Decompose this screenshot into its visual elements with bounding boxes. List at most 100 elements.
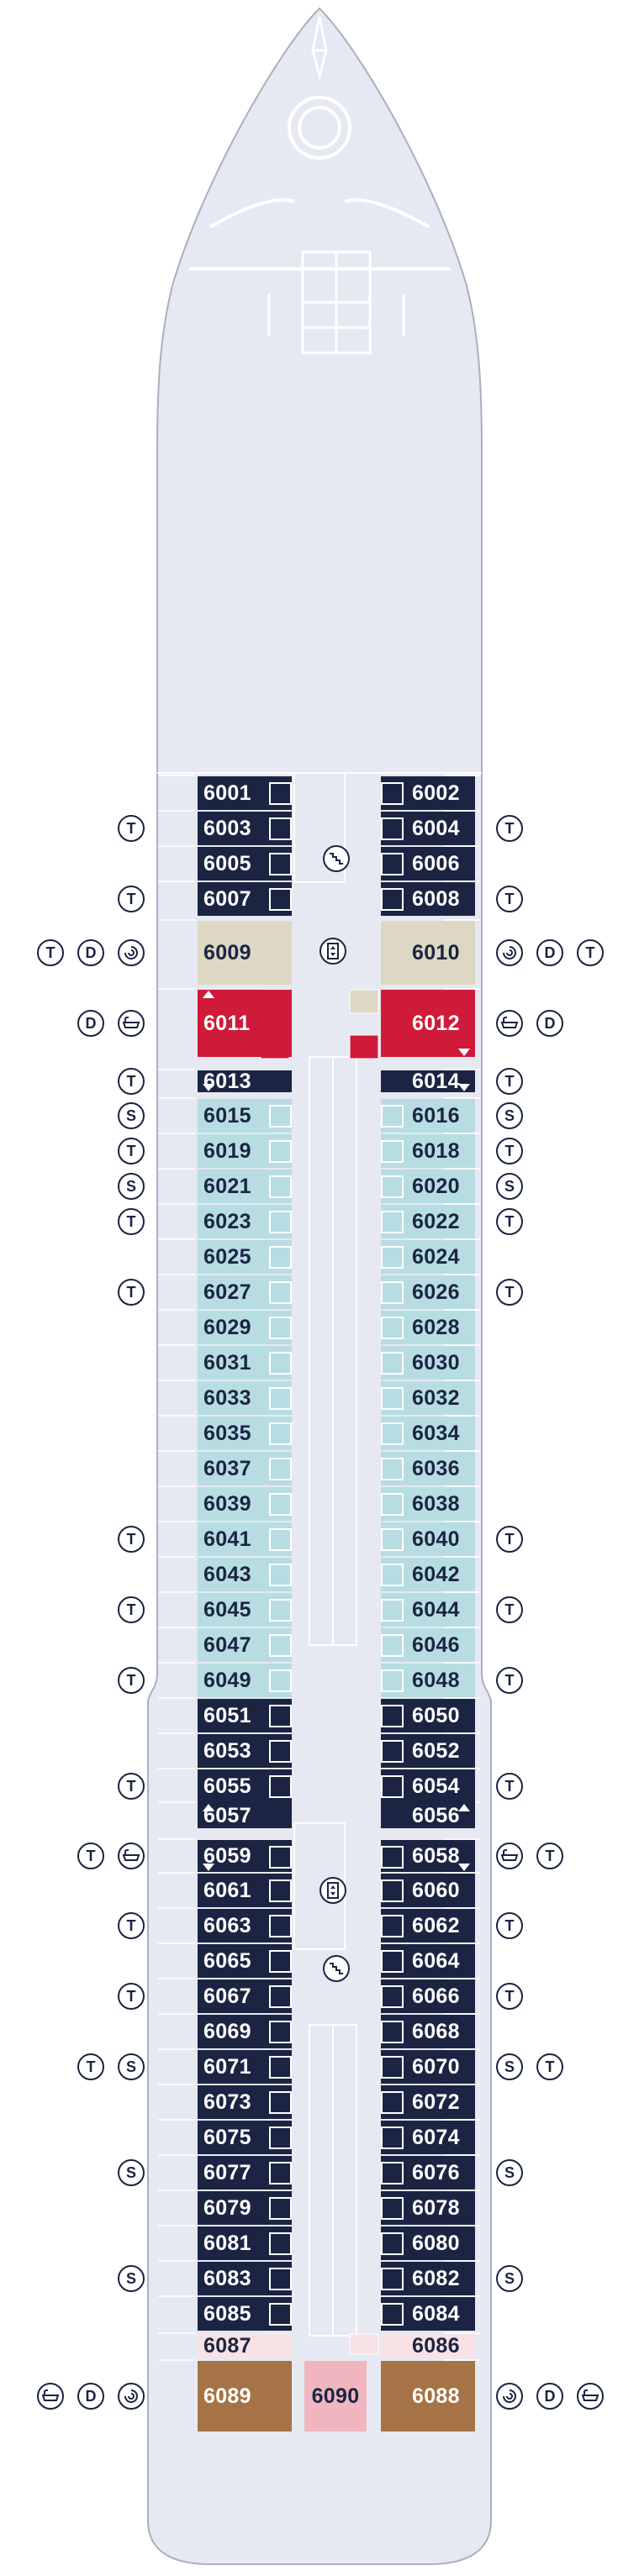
cabin-6038[interactable]: 6038 <box>381 1487 475 1521</box>
cabin-6082[interactable]: 6082 <box>381 2262 475 2295</box>
cabin-6027[interactable]: 6027 <box>198 1275 292 1309</box>
cabin-6020[interactable]: 6020 <box>381 1170 475 1203</box>
cabin-6031[interactable]: 6031 <box>198 1346 292 1380</box>
cabin-6002[interactable]: 6002 <box>381 776 475 810</box>
cabin-6044[interactable]: 6044 <box>381 1593 475 1627</box>
cabin-6030[interactable]: 6030 <box>381 1346 475 1380</box>
cabin-6048[interactable]: 6048 <box>381 1664 475 1697</box>
cabin-6001[interactable]: 6001 <box>198 776 292 810</box>
cabin-6062[interactable]: 6062 <box>381 1909 475 1943</box>
cabin-6008[interactable]: 6008 <box>381 882 475 916</box>
cabin-6087[interactable]: 6087 <box>198 2334 292 2358</box>
cabin-6072[interactable]: 6072 <box>381 2085 475 2119</box>
cabin-6004[interactable]: 6004 <box>381 812 475 845</box>
cabin-6053[interactable]: 6053 <box>198 1734 292 1768</box>
cabin-number: 6080 <box>412 2231 460 2255</box>
cabin-6042[interactable]: 6042 <box>381 1558 475 1591</box>
cabin-6083[interactable]: 6083 <box>198 2262 292 2295</box>
cabin-6067[interactable]: 6067 <box>198 1979 292 2013</box>
cabin-6007[interactable]: 6007 <box>198 882 292 916</box>
cabin-6086[interactable]: 6086 <box>381 2334 475 2358</box>
cabin-6022[interactable]: 6022 <box>381 1205 475 1238</box>
cabin-6005[interactable]: 6005 <box>198 847 292 881</box>
cabin-6071[interactable]: 6071 <box>198 2050 292 2084</box>
cabin-6018[interactable]: 6018 <box>381 1134 475 1168</box>
cabin-6009[interactable]: 6009 <box>198 921 292 985</box>
cabin-number: 6059 <box>203 1843 251 1868</box>
cabin-6068[interactable]: 6068 <box>381 2015 475 2048</box>
cabin-6021[interactable]: 6021 <box>198 1170 292 1203</box>
cabin-6036[interactable]: 6036 <box>381 1452 475 1485</box>
bathroom-block <box>381 782 404 805</box>
cabin-6049[interactable]: 6049 <box>198 1664 292 1697</box>
cabin-6050[interactable]: 6050 <box>381 1699 475 1732</box>
cabin-6015[interactable]: 6015 <box>198 1099 292 1133</box>
cabin-6019[interactable]: 6019 <box>198 1134 292 1168</box>
cabin-6024[interactable]: 6024 <box>381 1240 475 1274</box>
cabin-6080[interactable]: 6080 <box>381 2226 475 2260</box>
cabin-number: 6052 <box>412 1738 460 1763</box>
bathroom-block <box>269 817 292 840</box>
cabin-number: 6061 <box>203 1878 251 1902</box>
cabin-6078[interactable]: 6078 <box>381 2191 475 2225</box>
cabin-6074[interactable]: 6074 <box>381 2121 475 2154</box>
cabin-6045[interactable]: 6045 <box>198 1593 292 1627</box>
cabin-6079[interactable]: 6079 <box>198 2191 292 2225</box>
cabin-6085[interactable]: 6085 <box>198 2297 292 2331</box>
cabin-6054[interactable]: 6054 <box>381 1769 475 1803</box>
cabin-6090[interactable]: 6090 <box>304 2361 367 2431</box>
cabin-6057[interactable]: 6057 <box>198 1803 292 1828</box>
cabin-6089[interactable]: 6089 <box>198 2361 292 2431</box>
cabin-6063[interactable]: 6063 <box>198 1909 292 1943</box>
cabin-6043[interactable]: 6043 <box>198 1558 292 1591</box>
cabin-6025[interactable]: 6025 <box>198 1240 292 1274</box>
cabin-6034[interactable]: 6034 <box>381 1417 475 1450</box>
cabin-6040[interactable]: 6040 <box>381 1522 475 1556</box>
cabin-6035[interactable]: 6035 <box>198 1417 292 1450</box>
cabin-6076[interactable]: 6076 <box>381 2156 475 2190</box>
bathroom-block <box>269 1317 292 1339</box>
cabin-number: 6008 <box>412 886 460 911</box>
cabin-6061[interactable]: 6061 <box>198 1874 292 1907</box>
third-berth-icon: T <box>118 1912 145 1939</box>
cabin-6010[interactable]: 6010 <box>381 921 475 985</box>
cabin-6073[interactable]: 6073 <box>198 2085 292 2119</box>
cabin-6069[interactable]: 6069 <box>198 2015 292 2048</box>
cabin-6070[interactable]: 6070 <box>381 2050 475 2084</box>
cabin-6084[interactable]: 6084 <box>381 2297 475 2331</box>
cabin-6013[interactable]: 6013 <box>198 1070 292 1093</box>
cabin-6039[interactable]: 6039 <box>198 1487 292 1521</box>
bathroom-block <box>381 1352 404 1375</box>
cabin-6012[interactable]: 6012 <box>381 990 475 1057</box>
cabin-6060[interactable]: 6060 <box>381 1874 475 1907</box>
cabin-6029[interactable]: 6029 <box>198 1311 292 1344</box>
cabin-6026[interactable]: 6026 <box>381 1275 475 1309</box>
cabin-6011[interactable]: 6011 <box>198 990 292 1057</box>
cabin-6058[interactable]: 6058 <box>381 1840 475 1872</box>
cabin-6028[interactable]: 6028 <box>381 1311 475 1344</box>
cabin-6041[interactable]: 6041 <box>198 1522 292 1556</box>
cabin-6088[interactable]: 6088 <box>381 2361 475 2431</box>
third-berth-icon: T <box>496 886 523 912</box>
cabin-6016[interactable]: 6016 <box>381 1099 475 1133</box>
cabin-6065[interactable]: 6065 <box>198 1944 292 1978</box>
cabin-6077[interactable]: 6077 <box>198 2156 292 2190</box>
cabin-6014[interactable]: 6014 <box>381 1070 475 1093</box>
cabin-6003[interactable]: 6003 <box>198 812 292 845</box>
cabin-6023[interactable]: 6023 <box>198 1205 292 1238</box>
cabin-6006[interactable]: 6006 <box>381 847 475 881</box>
cabin-6059[interactable]: 6059 <box>198 1840 292 1872</box>
cabin-6052[interactable]: 6052 <box>381 1734 475 1768</box>
cabin-6037[interactable]: 6037 <box>198 1452 292 1485</box>
cabin-6064[interactable]: 6064 <box>381 1944 475 1978</box>
cabin-6081[interactable]: 6081 <box>198 2226 292 2260</box>
cabin-6033[interactable]: 6033 <box>198 1381 292 1415</box>
cabin-6051[interactable]: 6051 <box>198 1699 292 1732</box>
cabin-6032[interactable]: 6032 <box>381 1381 475 1415</box>
cabin-6066[interactable]: 6066 <box>381 1979 475 2013</box>
cabin-6055[interactable]: 6055 <box>198 1769 292 1803</box>
cabin-6056[interactable]: 6056 <box>381 1803 475 1828</box>
cabin-6075[interactable]: 6075 <box>198 2121 292 2154</box>
cabin-6046[interactable]: 6046 <box>381 1628 475 1662</box>
cabin-6047[interactable]: 6047 <box>198 1628 292 1662</box>
